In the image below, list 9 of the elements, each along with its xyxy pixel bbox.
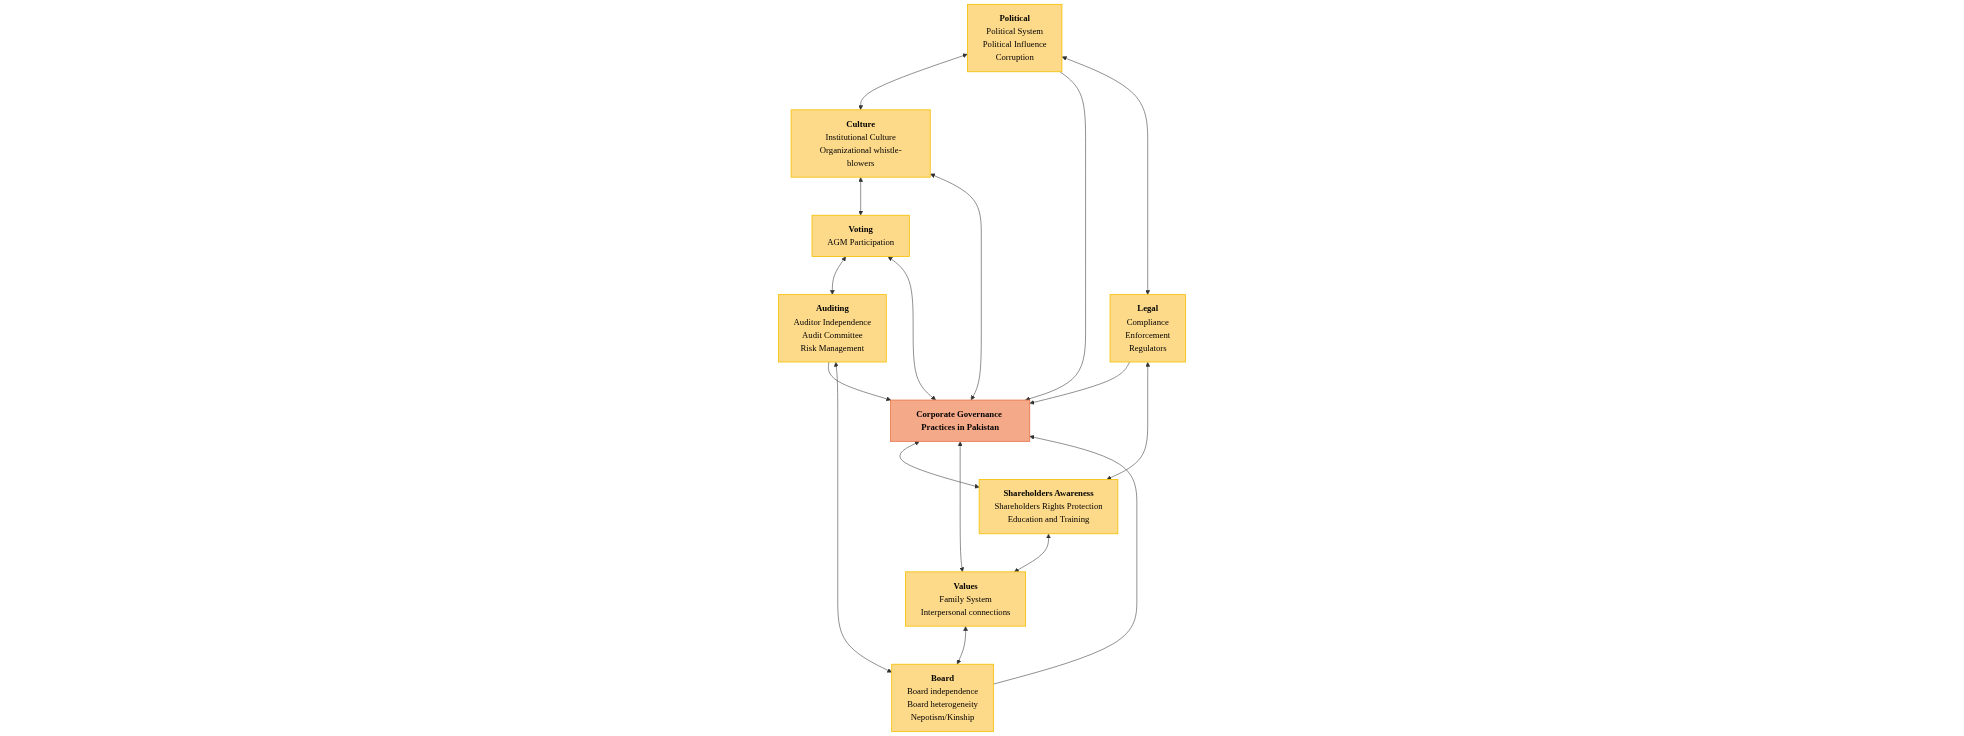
node-box: Values Family System Interpersonal connections [905, 571, 1027, 627]
node-box: Board Board independence Board heterogeneity Nepotism/Kinship [891, 663, 994, 733]
node-box: Voting AGM Participation [811, 214, 910, 257]
node-box: Culture Institutional Culture Organizational whistle-blowers [790, 109, 931, 178]
node-box: Corporate Governance Practices in Pakistan [890, 399, 1031, 442]
node-box: Political Political System Political Influence Corruption [967, 3, 1063, 73]
node-box: Legal Compliance Enforcement Regulators [1109, 294, 1186, 363]
node-box: Shareholders Awareness Shareholders Rights Protection Education and Training [978, 479, 1119, 535]
node-box: Auditing Auditor Independence Audit Committee Risk Management [778, 294, 887, 363]
